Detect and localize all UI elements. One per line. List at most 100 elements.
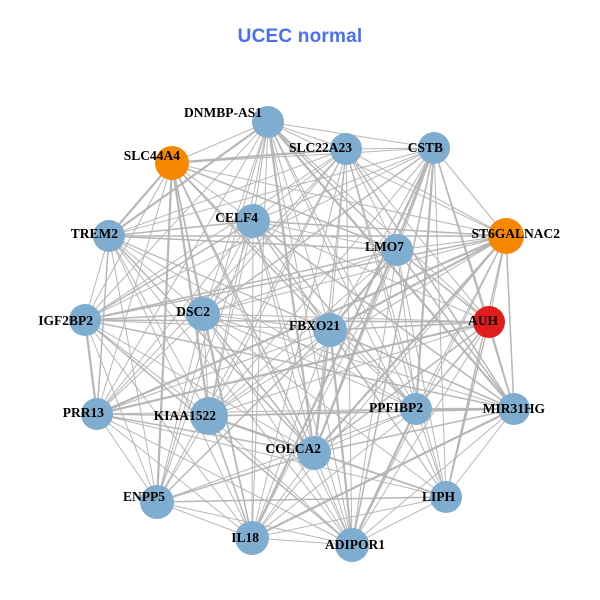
graph-node-dnmbp-as1[interactable] [252,106,284,138]
graph-node-mir31hg[interactable] [498,393,530,425]
graph-node-fbxo21[interactable] [313,313,347,347]
graph-edge [156,452,315,503]
graph-edge [345,148,515,410]
graph-node-dsc2[interactable] [186,297,220,331]
graph-edge [202,313,315,454]
graph-node-kiaa1522[interactable] [190,397,228,435]
graph-edge [351,408,515,546]
graph-edge [84,162,173,321]
graph-edge [267,121,507,237]
graph-node-label-celf4: CELF4 [215,210,258,225]
graph-edge [251,147,435,539]
graph-edge [312,147,436,454]
graph-node-slc44a4[interactable] [155,146,189,180]
graph-node-trem2[interactable] [93,220,125,252]
graph-edge [396,235,507,251]
graph-node-label-prr13: PRR13 [63,405,104,420]
graph-edge [313,235,507,454]
graph-node-colca2[interactable] [297,436,331,470]
graph-edge [202,313,417,410]
graph-edge [202,121,269,315]
graph-edge [329,329,417,410]
graph-edge [251,329,331,539]
graph-node-label-slc22a23: SLC22A23 [289,140,352,155]
graph-edge [208,415,253,539]
graph-edge [329,329,447,498]
graph-edge [96,320,490,416]
graph-node-label-trem2: TREM2 [71,226,119,241]
graph-edge [84,319,253,539]
node-layer [69,106,530,562]
graph-node-ppfibp2[interactable] [400,393,432,425]
graph-edge [84,249,398,321]
graph-node-slc22a23[interactable] [330,133,362,165]
graph-edge [171,162,507,237]
graph-edge [96,220,254,415]
graph-edge [96,148,347,415]
graph-node-prr13[interactable] [81,398,113,430]
graph-edge [351,147,435,546]
graph-node-label-liph: LIPH [422,489,456,504]
graph-node-adipor1[interactable] [335,528,369,562]
graph-node-liph[interactable] [430,481,462,513]
graph-edge [96,413,353,546]
graph-edge [84,319,515,410]
graph-edge [266,121,316,454]
graph-edge [313,408,515,454]
graph-edge [84,319,210,417]
graph-edge [208,415,353,546]
graph-edge [108,148,347,237]
graph-node-label-mir31hg: MIR31HG [483,401,546,416]
graph-node-il18[interactable] [235,521,269,555]
graph-node-lmo7[interactable] [381,234,413,266]
graph-node-label-slc44a4: SLC44A4 [124,148,181,163]
graph-edge [252,220,515,410]
graph-edge [252,220,353,546]
graph-node-auh[interactable] [473,306,505,338]
graph-edge [84,235,507,321]
graph-node-igf2bp2[interactable] [69,304,101,336]
graph-edge [252,220,507,237]
graph-node-label-st6galnac2: ST6GALNAC2 [471,226,560,241]
graph-edge [84,319,490,323]
graph-node-label-il18: IL18 [231,530,259,545]
graph-edge [156,148,347,503]
graph-node-label-cstb: CSTB [408,140,443,155]
graph-edge [329,249,398,331]
graph-edge [329,329,515,410]
graph-edge [267,121,417,410]
graph-node-label-kiaa1522: KIAA1522 [154,408,217,423]
graph-edge [208,220,254,417]
graph-edge [156,329,331,503]
graph-edge [202,313,353,546]
graph-edge [252,147,435,222]
graph-edge [96,162,173,415]
graph-node-celf4[interactable] [236,204,270,238]
graph-edge [202,147,435,315]
graph-edge [108,235,353,546]
graph-edge [108,235,253,539]
graph-edge [108,235,315,454]
graph-node-label-colca2: COLCA2 [265,441,321,456]
graph-edge [328,329,354,546]
graph-edge [84,319,353,546]
graph-node-label-lmo7: LMO7 [365,239,404,254]
graph-edge [171,147,347,165]
graph-edge [202,313,331,331]
graph-edge [351,321,490,546]
graph-edge [202,313,490,323]
graph-edge [170,162,211,417]
graph-node-cstb[interactable] [418,132,450,164]
graph-node-enpp5[interactable] [140,485,174,519]
graph-edge [313,321,490,454]
graph-edge [208,121,269,417]
graph-edge [84,319,158,503]
graph-edge [171,121,269,164]
graph-edge [312,329,332,454]
graph-edge [396,249,490,323]
graph-node-label-enpp5: ENPP5 [123,489,165,504]
graph-node-st6galnac2[interactable] [488,218,524,254]
graph-edge [208,148,347,417]
graph-edge [415,321,490,410]
